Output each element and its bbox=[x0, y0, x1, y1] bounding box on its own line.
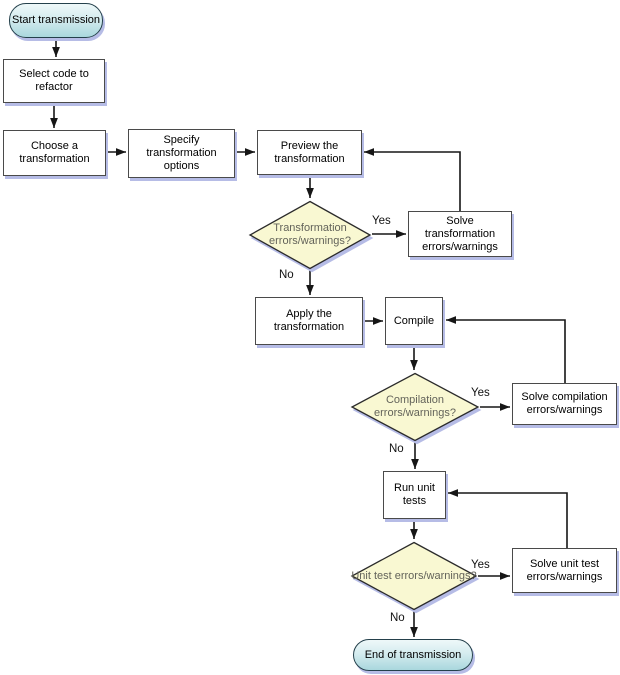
node-label: Compile bbox=[393, 314, 435, 327]
node-select-code: Select code to refactor bbox=[3, 59, 105, 103]
edge-label-no-2: No bbox=[389, 443, 404, 455]
node-label: Select code to refactor bbox=[19, 68, 89, 93]
diamond-shape bbox=[248, 200, 372, 270]
node-compile: Compile bbox=[385, 297, 443, 345]
node-solve-compilation: Solve compilation errors/warnings bbox=[512, 383, 617, 425]
node-preview-transformation: Preview the transformation bbox=[257, 130, 362, 175]
edge-label-no-3: No bbox=[390, 612, 405, 624]
node-label: End of transmission bbox=[364, 648, 462, 661]
decision-unit-test-errors: Unit test errors/warnings? bbox=[350, 541, 478, 611]
node-label: Apply the transformation bbox=[273, 308, 345, 333]
decision-transformation-errors: Transformation errors/warnings? bbox=[248, 200, 372, 270]
node-label: Start transmission bbox=[11, 14, 101, 26]
decision-compilation-errors: Compilation errors/warnings? bbox=[350, 372, 480, 442]
edge-solve1-loop-to-preview bbox=[364, 148, 461, 211]
edge-label-yes-1: Yes bbox=[372, 215, 391, 227]
node-label: Solve unit test errors/warnings bbox=[526, 557, 603, 583]
node-label: Choose a transformation bbox=[19, 140, 90, 165]
node-label: Transformation errors/warnings? bbox=[269, 222, 351, 247]
diamond-shape bbox=[350, 372, 480, 442]
node-specify-options: Specify transformation options bbox=[128, 129, 235, 178]
edge-label-yes-3: Yes bbox=[471, 559, 490, 571]
edge-label-no-1: No bbox=[279, 269, 294, 281]
node-label: Solve transformation errors/warnings bbox=[422, 214, 498, 253]
edge-label-yes-2: Yes bbox=[471, 387, 490, 399]
node-solve-unit-test: Solve unit test errors/warnings bbox=[512, 548, 617, 593]
node-label: Run unit tests bbox=[394, 482, 435, 507]
node-choose-transformation: Choose a transformation bbox=[3, 130, 106, 176]
node-label: Specify transformation options bbox=[146, 134, 217, 172]
node-label: Unit test errors/warnings? bbox=[351, 569, 477, 582]
node-label: Compilation errors/warnings? bbox=[374, 394, 456, 419]
node-run-unit-tests: Run unit tests bbox=[383, 471, 446, 519]
diamond-shape bbox=[350, 541, 478, 611]
node-label: Solve compilation errors/warnings bbox=[521, 391, 608, 416]
node-apply-transformation: Apply the transformation bbox=[255, 297, 363, 345]
edge-solve3-loop-to-run bbox=[448, 489, 568, 548]
node-solve-transformation: Solve transformation errors/warnings bbox=[408, 211, 512, 257]
node-end-transmission: End of transmission bbox=[353, 639, 473, 671]
edge-solve2-loop-to-compile bbox=[446, 316, 566, 383]
node-start-transmission: Start transmission bbox=[9, 3, 103, 38]
node-label: Preview the transformation bbox=[274, 139, 345, 165]
